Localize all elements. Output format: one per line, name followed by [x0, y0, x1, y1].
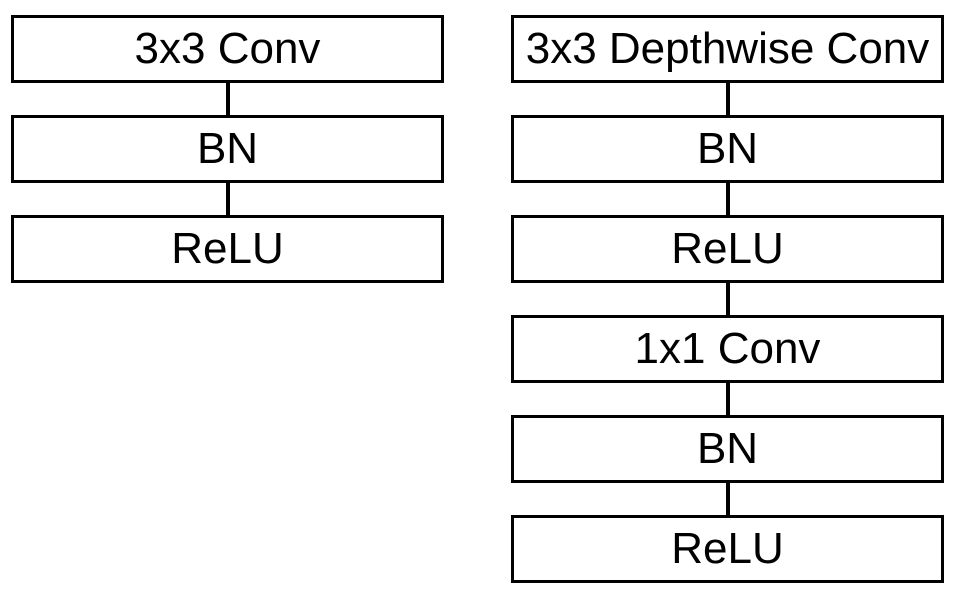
connector-line	[725, 183, 730, 215]
node-relu-1: ReLU	[11, 215, 444, 283]
standard-conv-block: 3x3 Conv BN ReLU	[11, 15, 444, 283]
node-bn-1: BN	[511, 115, 944, 183]
connector-line	[725, 283, 730, 315]
connector-line	[725, 83, 730, 115]
node-3x3-depthwise-conv: 3x3 Depthwise Conv	[511, 15, 944, 83]
connector-line	[725, 483, 730, 515]
node-relu-2: ReLU	[511, 515, 944, 583]
connector-line	[725, 383, 730, 415]
connector-line	[225, 183, 230, 215]
node-1x1-conv: 1x1 Conv	[511, 315, 944, 383]
node-bn-2: BN	[511, 415, 944, 483]
node-3x3-conv: 3x3 Conv	[11, 15, 444, 83]
node-bn-1: BN	[11, 115, 444, 183]
connector-line	[225, 83, 230, 115]
depthwise-separable-conv-block: 3x3 Depthwise Conv BN ReLU 1x1 Conv BN R…	[511, 15, 944, 583]
node-relu-1: ReLU	[511, 215, 944, 283]
